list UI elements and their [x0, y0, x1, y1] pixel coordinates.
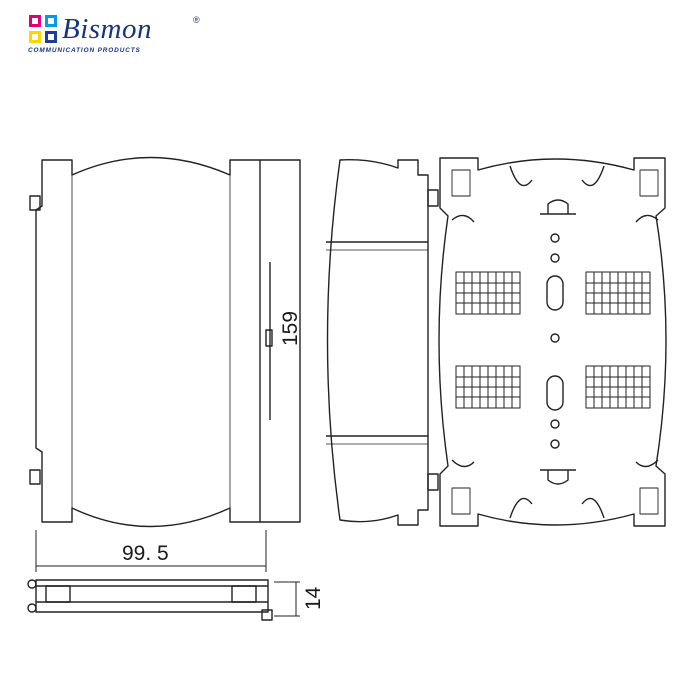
brand-logo: Bismon ® COMMUNICATION PRODUCTS [28, 12, 228, 56]
registered-mark: ® [193, 15, 200, 25]
splice-holder-grid-top-right [585, 271, 651, 315]
tray-cover-top-view [29, 156, 301, 528]
splice-holder-grid-bottom-right [585, 365, 651, 409]
brand-tagline: COMMUNICATION PRODUCTS [28, 47, 141, 54]
dimension-lines [35, 160, 301, 617]
splice-holder-grid-top-left [455, 271, 521, 315]
open-tray-top-view [438, 157, 667, 527]
brand-name: Bismon [62, 13, 152, 45]
dimension-width-label: 99. 5 [122, 542, 169, 565]
curved-cover-section [326, 158, 439, 526]
dimension-depth-label: 14 [302, 586, 325, 610]
dimension-height-label: 159 [279, 311, 302, 346]
splice-holder-grid-bottom-left [455, 365, 521, 409]
logo-mark-icon [29, 15, 57, 43]
tray-side-view [27, 579, 273, 621]
